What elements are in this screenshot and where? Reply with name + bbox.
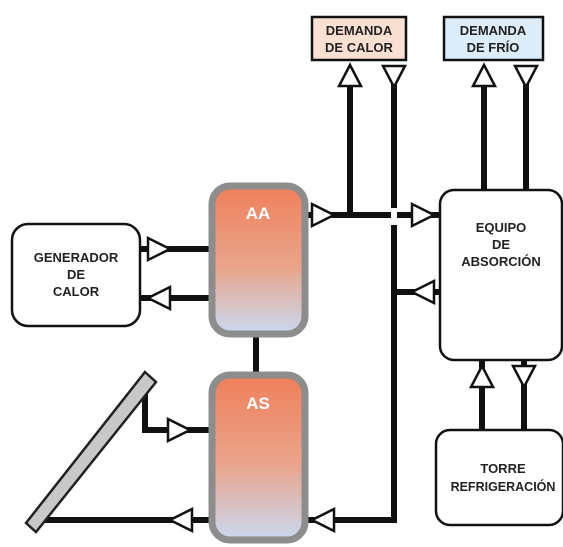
tower-box	[434, 428, 563, 527]
flow-arrows	[145, 62, 540, 534]
absorption-label-1: EQUIPO	[476, 220, 527, 235]
tank-aa	[208, 182, 309, 338]
arrow-left-generator-return-icon	[145, 284, 172, 312]
demand-cold-label-2: DE FRÍO	[467, 40, 520, 55]
generator-box	[10, 222, 142, 328]
arrow-right-collector-icon	[166, 416, 193, 444]
arrow-left-absorber-return-icon	[409, 278, 436, 306]
demand-heat-label-1: DEMANDA	[326, 23, 393, 38]
arrow-down-heat-return-icon	[380, 64, 408, 90]
demand-heat-box	[310, 15, 408, 62]
arrow-up-heat-supply-icon	[336, 62, 364, 88]
arrow-right-absorber-inlet-icon	[410, 201, 437, 229]
pipes	[35, 82, 529, 523]
absorption-label-2: DE	[492, 237, 510, 252]
demand-cold-label-1: DEMANDA	[460, 23, 527, 38]
arrow-left-as-return-icon	[309, 506, 336, 534]
absorption-label-3: ABSORCIÓN	[461, 254, 540, 269]
arrow-left-collector-return-icon	[167, 506, 194, 534]
generator-label-3: CALOR	[53, 284, 100, 299]
arrow-up-tower-supply-icon	[468, 363, 496, 389]
tower-label-1: TORRE	[480, 461, 526, 476]
demand-cold-box	[442, 15, 545, 62]
tank-as-label: AS	[246, 394, 270, 413]
solar-collector	[24, 370, 158, 534]
absorption-box	[438, 188, 563, 362]
generator-label-2: DE	[67, 267, 85, 282]
arrow-down-tower-return-icon	[510, 364, 538, 390]
arrow-up-cold-supply-icon	[470, 62, 498, 88]
arrow-down-cold-return-icon	[512, 64, 540, 90]
generator-label-1: GENERADOR	[34, 250, 119, 265]
tower-label-2: REFRIGERACIÓN	[451, 479, 556, 494]
demand-heat-label-2: DE CALOR	[325, 40, 394, 55]
tank-as	[208, 371, 309, 544]
arrow-right-aa-outlet-icon	[310, 201, 337, 229]
tank-aa-label: AA	[246, 204, 271, 223]
arrow-right-generator-icon	[146, 235, 173, 263]
